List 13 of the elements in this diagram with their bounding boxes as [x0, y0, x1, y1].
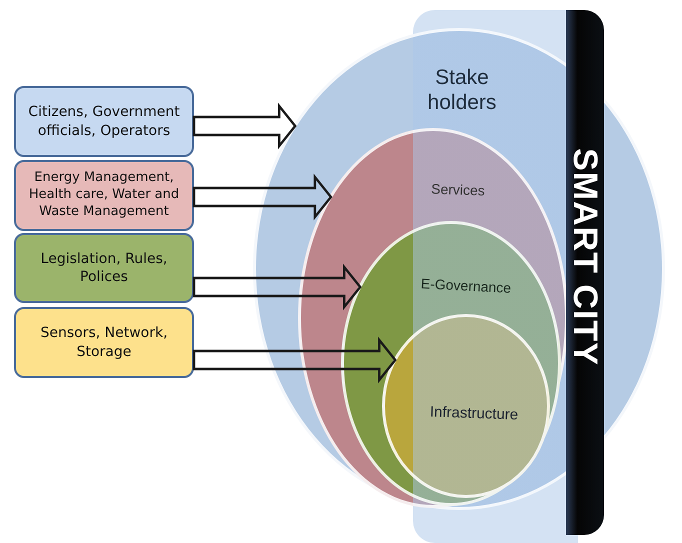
circle-label: E-Governance: [420, 274, 513, 298]
title-bar: SMART CITY: [566, 10, 604, 535]
category-box: Sensors, Network, Storage: [14, 307, 194, 378]
circle-label: Services: [430, 180, 486, 200]
category-box: Citizens, Government officials, Operators: [14, 86, 194, 157]
category-box: Energy Management, Health care, Water and Waste Management: [14, 160, 194, 231]
block-arrow: [192, 264, 362, 310]
circle-label: Stake holders: [426, 64, 498, 116]
block-arrow: [192, 174, 332, 220]
block-arrow: [192, 336, 397, 384]
circle-label: Infrastructure: [428, 402, 520, 426]
block-arrow: [192, 102, 297, 150]
category-box: Legislation, Rules, Polices: [14, 233, 194, 303]
